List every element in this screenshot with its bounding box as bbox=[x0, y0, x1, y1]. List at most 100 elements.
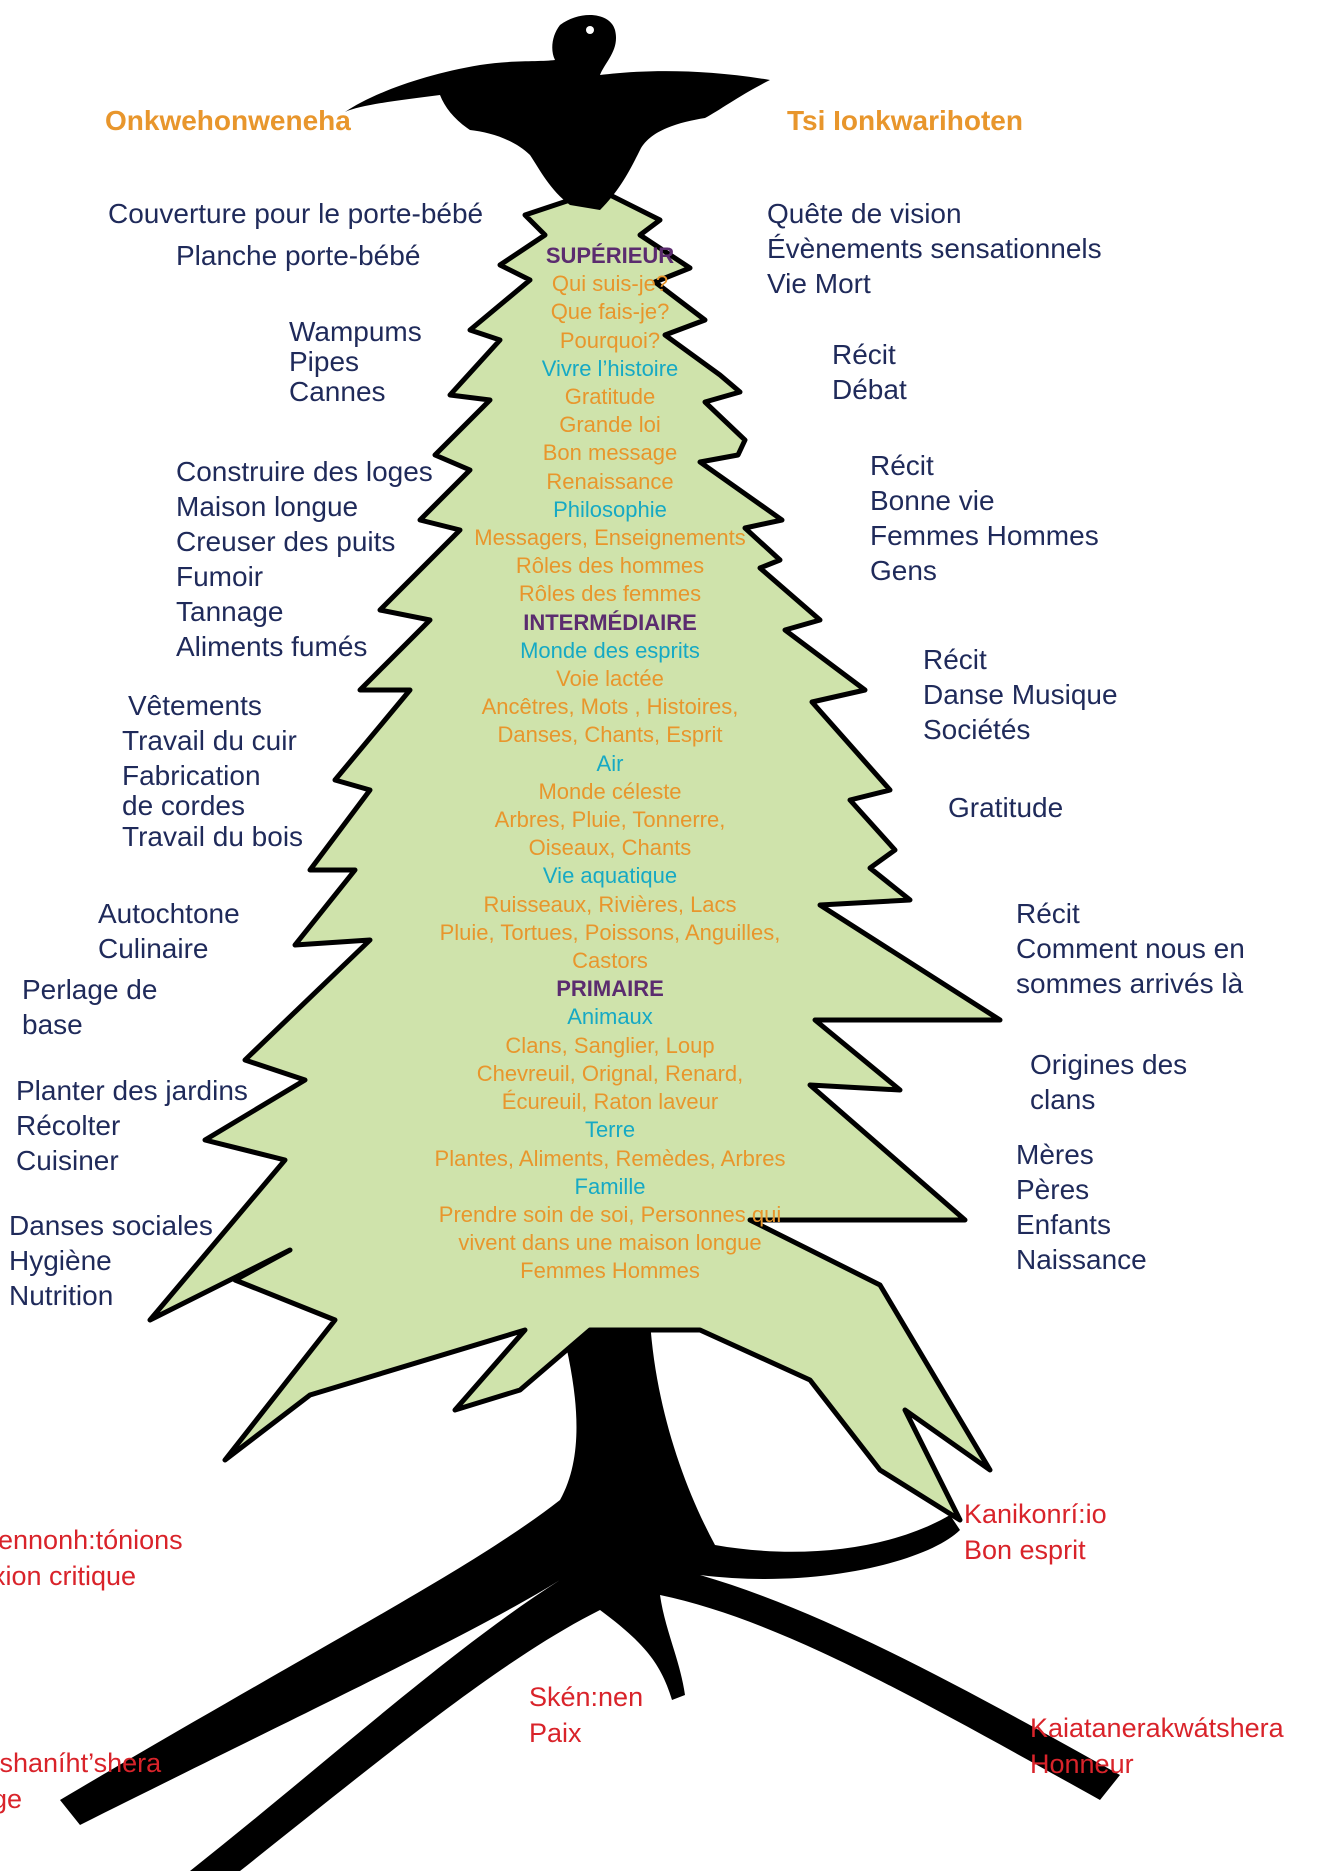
right-group-6: Récit Comment nous en sommes arrivés là bbox=[1016, 896, 1245, 1001]
item-label: Monde céleste bbox=[538, 778, 682, 804]
level-heading: SUPÉRIEUR bbox=[545, 243, 675, 268]
right-group-3: Récit Bonne vie Femmes Hommes Gens bbox=[870, 448, 1099, 588]
root-label-2: Kanikonrí:io Bon esprit bbox=[964, 1496, 1107, 1568]
right-label: Origines des bbox=[1030, 1049, 1188, 1080]
left-group-7: Perlage de base bbox=[22, 972, 157, 1042]
item-label: Plantes, Aliments, Remèdes, Arbres bbox=[434, 1145, 786, 1171]
left-group-1: Couverture pour le porte-bébé bbox=[108, 196, 483, 231]
left-group-4: Construire des loges Maison longue Creus… bbox=[176, 454, 433, 664]
item-label: Oiseaux, Chants bbox=[528, 835, 692, 861]
left-label: Cannes bbox=[289, 376, 386, 407]
left-label: Culinaire bbox=[98, 933, 209, 964]
root-label: Bon esprit bbox=[964, 1535, 1086, 1565]
right-label: sommes arrivés là bbox=[1016, 968, 1244, 999]
heading-left: Onkwehonweneha bbox=[105, 105, 351, 136]
right-label: Danse Musique bbox=[923, 679, 1118, 710]
left-label: Planter des jardins bbox=[16, 1075, 248, 1106]
right-group-5: Gratitude bbox=[948, 790, 1063, 825]
right-label: clans bbox=[1030, 1084, 1096, 1115]
left-label: Wampums bbox=[289, 316, 422, 347]
right-label: Gens bbox=[870, 555, 937, 586]
right-label: Comment nous en bbox=[1016, 933, 1245, 964]
left-label: Planche porte-bébé bbox=[176, 240, 421, 271]
right-group-8: Mères Pères Enfants Naissance bbox=[1016, 1137, 1147, 1277]
left-label: Travail du bois bbox=[122, 821, 304, 852]
left-group-6: Autochtone Culinaire bbox=[98, 896, 240, 966]
category-label: Famille bbox=[574, 1173, 646, 1199]
item-label: Voie lactée bbox=[556, 666, 664, 692]
right-label: Quête de vision bbox=[767, 198, 962, 229]
tree-shape bbox=[147, 187, 1003, 1523]
item-label: Rôles des femmes bbox=[518, 581, 702, 607]
right-group-4: Récit Danse Musique Sociétés bbox=[923, 642, 1118, 747]
root-label-1: iennonh:tónions xion critique bbox=[0, 1522, 183, 1594]
right-label: Naissance bbox=[1016, 1244, 1147, 1275]
left-group-2: Planche porte-bébé bbox=[176, 238, 420, 273]
item-label: Bon message bbox=[542, 440, 678, 466]
left-label: Tannage bbox=[176, 596, 284, 627]
root-label: Kanikonrí:io bbox=[964, 1499, 1107, 1529]
right-label: Enfants bbox=[1016, 1209, 1111, 1240]
item-label: Danses, Chants, Esprit bbox=[497, 722, 723, 748]
left-label: Couverture pour le porte-bébé bbox=[108, 198, 484, 229]
right-label: Pères bbox=[1016, 1174, 1090, 1205]
item-label: Chevreuil, Orignal, Renard, bbox=[476, 1060, 744, 1086]
left-label: Fumoir bbox=[176, 561, 264, 592]
item-label: Messagers, Enseignements bbox=[474, 525, 746, 551]
item-label: Arbres, Pluie, Tonnerre, bbox=[494, 807, 726, 833]
eagle-eye bbox=[586, 26, 594, 34]
right-label: Femmes Hommes bbox=[870, 520, 1099, 551]
level-heading: INTERMÉDIAIRE bbox=[523, 609, 697, 635]
item-label: Rôles des hommes bbox=[515, 553, 705, 579]
root-label-3: Skén:nen Paix bbox=[529, 1679, 643, 1751]
left-label: Hygiène bbox=[9, 1245, 112, 1276]
heading-right: Tsi Ionkwarihoten bbox=[787, 105, 1023, 136]
root-label: Kaiatanerakwátshera bbox=[1030, 1713, 1284, 1743]
item-label: vivent dans une maison longue bbox=[458, 1230, 762, 1256]
eagle-silhouette bbox=[345, 14, 770, 210]
right-label: Récit bbox=[1016, 898, 1080, 929]
right-label: Évènements sensationnels bbox=[767, 233, 1102, 264]
item-label: Qui suis-je? bbox=[551, 271, 669, 297]
root-label-4: Kaiatanerakwátshera Honneur bbox=[1030, 1710, 1284, 1782]
roots-silhouette bbox=[60, 1320, 1120, 1871]
right-group-2: Récit Débat bbox=[832, 337, 907, 407]
item-label: Ancêtres, Mots , Histoires, bbox=[481, 694, 739, 720]
left-label: Aliments fumés bbox=[176, 631, 368, 662]
left-group-8: Planter des jardins Récolter Cuisiner bbox=[16, 1073, 248, 1178]
root-label: Paix bbox=[529, 1718, 582, 1748]
left-label: de cordes bbox=[122, 790, 245, 821]
category-label: Monde des esprits bbox=[520, 637, 700, 663]
item-label: Grande loi bbox=[559, 412, 661, 438]
right-label: Vie Mort bbox=[767, 268, 871, 299]
item-label: Prendre soin de soi, Personnes qui bbox=[438, 1201, 782, 1227]
right-label: Récit bbox=[832, 339, 896, 370]
left-group-3: Wampums Pipes Cannes bbox=[289, 317, 422, 407]
root-label: tshaníht’shera bbox=[0, 1748, 162, 1778]
root-label: xion critique bbox=[0, 1561, 137, 1591]
right-label: Sociétés bbox=[923, 714, 1031, 745]
category-label: Vivre l’histoire bbox=[541, 355, 679, 381]
item-label: Femmes Hommes bbox=[520, 1258, 700, 1284]
item-label: Gratitude bbox=[564, 384, 656, 410]
right-label: Récit bbox=[923, 644, 987, 675]
item-label: Castors bbox=[572, 948, 648, 974]
left-label: Fabrication bbox=[122, 760, 261, 791]
category-label: Terre bbox=[584, 1117, 636, 1143]
root-label: iennonh:tónions bbox=[0, 1525, 183, 1555]
category-label: Air bbox=[596, 750, 624, 776]
right-label: Récit bbox=[870, 450, 934, 481]
root-label: Honneur bbox=[1030, 1749, 1134, 1779]
left-label: Nutrition bbox=[9, 1280, 114, 1311]
category-label: Animaux bbox=[567, 1004, 653, 1030]
left-label: Creuser des puits bbox=[176, 526, 396, 557]
left-label: Construire des loges bbox=[176, 456, 433, 487]
left-label: Récolter bbox=[16, 1110, 121, 1141]
item-label: Écureuil, Raton laveur bbox=[501, 1089, 719, 1115]
left-label: Cuisiner bbox=[16, 1145, 119, 1176]
left-label: Vêtements bbox=[128, 690, 262, 721]
item-label: Ruisseaux, Rivières, Lacs bbox=[483, 891, 737, 917]
